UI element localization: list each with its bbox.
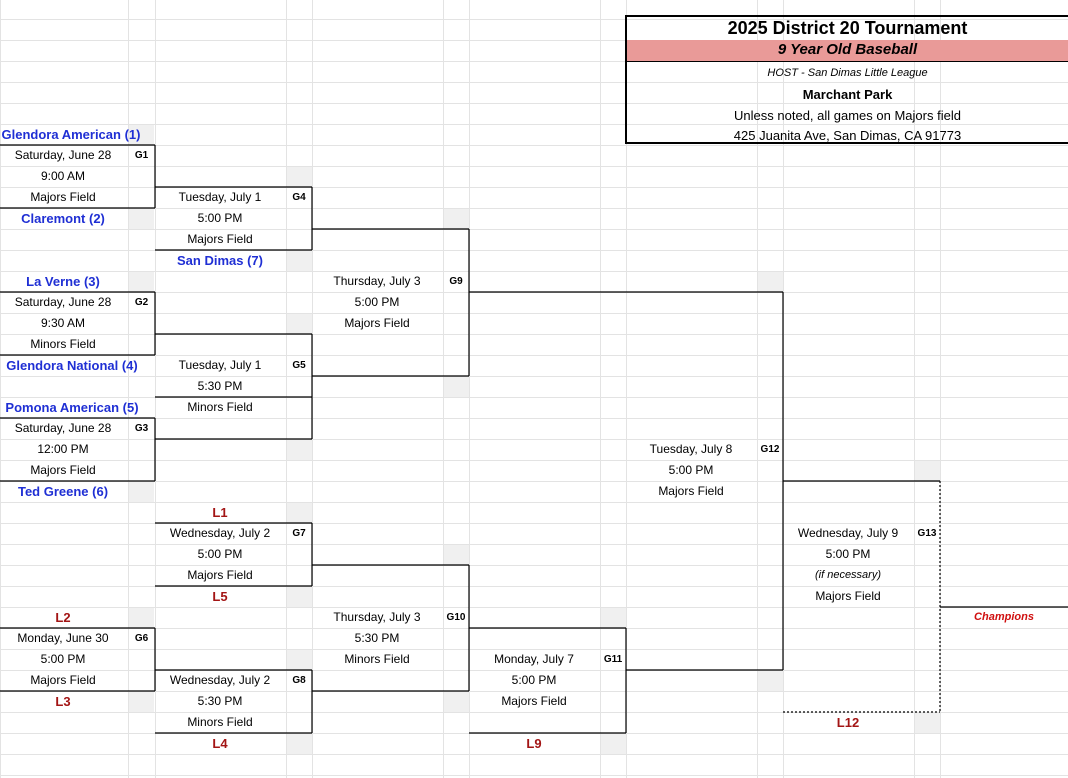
- g6-id: G6: [134, 633, 149, 644]
- g3-id: G3: [134, 423, 149, 434]
- g13-time: 5:00 PM: [825, 547, 871, 561]
- tournament-title: 2025 District 20 Tournament: [727, 18, 968, 38]
- g13-note: (if necessary): [814, 569, 882, 581]
- g5-id: G5: [292, 360, 306, 371]
- team-glendora-national: Glendora National (4): [6, 358, 138, 373]
- g1-time: 9:00 AM: [40, 169, 86, 183]
- g7-time: 5:00 PM: [197, 547, 243, 561]
- g11-time: 5:00 PM: [511, 673, 557, 687]
- g5-field: Minors Field: [187, 400, 253, 414]
- g2-field: Minors Field: [30, 337, 96, 351]
- loser-l3: L3: [55, 694, 71, 709]
- g2-id: G2: [134, 297, 149, 308]
- tournament-subtitle: 9 Year Old Baseball: [627, 40, 1068, 62]
- g11-date: Monday, July 7: [494, 652, 574, 666]
- g4-id: G4: [292, 192, 306, 203]
- g9-time: 5:00 PM: [354, 295, 400, 309]
- g10-id: G10: [446, 612, 466, 623]
- g10-date: Thursday, July 3: [333, 610, 421, 624]
- loser-l1: L1: [212, 505, 228, 520]
- g7-id: G7: [292, 528, 306, 539]
- g3-field: Majors Field: [30, 463, 96, 477]
- loser-l4: L4: [212, 736, 228, 751]
- loser-l5: L5: [212, 589, 228, 604]
- g11-field: Majors Field: [501, 694, 567, 708]
- g12-field: Majors Field: [658, 484, 724, 498]
- g2-date: Saturday, June 28: [14, 295, 112, 309]
- team-glendora-american: Glendora American (1): [1, 127, 141, 142]
- g3-date: Saturday, June 28: [14, 421, 112, 435]
- g1-id: G1: [134, 150, 149, 161]
- g7-field: Majors Field: [187, 568, 253, 582]
- g9-field: Majors Field: [344, 316, 410, 330]
- team-pomona-american: Pomona American (5): [5, 400, 139, 415]
- g4-date: Tuesday, July 1: [178, 190, 262, 204]
- g12-date: Tuesday, July 8: [649, 442, 733, 456]
- park-address: 425 Juanita Ave, San Dimas, CA 91773: [733, 128, 962, 143]
- tournament-info-box: 2025 District 20 Tournament 9 Year Old B…: [625, 15, 1068, 144]
- g10-time: 5:30 PM: [354, 631, 400, 645]
- g4-field: Majors Field: [187, 232, 253, 246]
- g6-date: Monday, June 30: [17, 631, 109, 645]
- field-note: Unless noted, all games on Majors field: [734, 108, 961, 123]
- park-name: Marchant Park: [802, 87, 893, 102]
- g1-field: Majors Field: [30, 190, 96, 204]
- g2-time: 9:30 AM: [40, 316, 86, 330]
- loser-l2: L2: [55, 610, 71, 625]
- loser-l9: L9: [526, 736, 542, 751]
- g8-field: Minors Field: [187, 715, 253, 729]
- g6-field: Majors Field: [30, 673, 96, 687]
- g3-time: 12:00 PM: [37, 442, 89, 456]
- team-san-dimas: San Dimas (7): [177, 253, 263, 268]
- g8-id: G8: [292, 675, 306, 686]
- g5-time: 5:30 PM: [197, 379, 243, 393]
- g11-id: G11: [603, 654, 623, 665]
- g13-date: Wednesday, July 9: [797, 526, 899, 540]
- team-claremont: Claremont (2): [21, 211, 105, 226]
- g13-field: Majors Field: [815, 589, 881, 603]
- g6-time: 5:00 PM: [40, 652, 86, 666]
- g9-date: Thursday, July 3: [333, 274, 421, 288]
- g4-time: 5:00 PM: [197, 211, 243, 225]
- host-line: HOST - San Dimas Little League: [767, 67, 928, 79]
- g8-time: 5:30 PM: [197, 694, 243, 708]
- team-la-verne: La Verne (3): [26, 274, 100, 289]
- g12-id: G12: [760, 444, 780, 455]
- loser-l12: L12: [836, 715, 860, 730]
- g5-date: Tuesday, July 1: [178, 358, 262, 372]
- g7-date: Wednesday, July 2: [169, 526, 271, 540]
- g13-id: G13: [917, 528, 937, 539]
- g9-id: G9: [449, 276, 463, 287]
- g12-time: 5:00 PM: [668, 463, 714, 477]
- team-ted-greene: Ted Greene (6): [17, 484, 109, 499]
- g8-date: Wednesday, July 2: [169, 673, 271, 687]
- g10-field: Minors Field: [344, 652, 410, 666]
- g1-date: Saturday, June 28: [14, 148, 112, 162]
- champions-label: Champions: [974, 611, 1034, 623]
